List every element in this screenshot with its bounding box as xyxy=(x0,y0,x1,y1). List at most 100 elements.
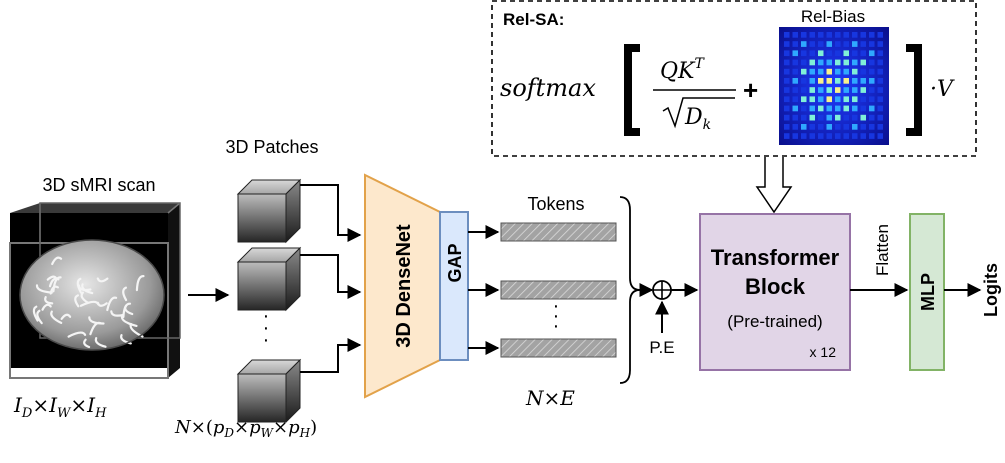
rel-bias-heatmap xyxy=(779,27,889,145)
bias-cell xyxy=(792,78,798,84)
bias-cell xyxy=(826,68,832,75)
bias-cell xyxy=(843,59,849,66)
bias-cell xyxy=(809,114,815,121)
bias-cell xyxy=(792,96,798,103)
brain-fold xyxy=(110,310,125,317)
brain-fold xyxy=(135,275,145,292)
bias-cell xyxy=(869,124,875,130)
brain-fold xyxy=(60,313,72,320)
gap-block xyxy=(439,211,469,361)
bias-cell xyxy=(809,32,815,38)
bias-cell xyxy=(852,78,858,84)
brain-fold xyxy=(120,315,138,327)
bias-cell xyxy=(877,114,883,121)
brain-fold xyxy=(96,301,108,307)
bias-cell xyxy=(784,68,790,75)
bias-cell xyxy=(877,50,883,57)
bias-cell xyxy=(869,105,875,112)
tokens-dims: N×E xyxy=(525,386,575,410)
bias-cell xyxy=(852,68,858,75)
bias-cell xyxy=(826,133,832,139)
bias-cell xyxy=(869,68,875,75)
bias-cell xyxy=(784,87,790,93)
bias-cell xyxy=(877,32,883,38)
bias-cell xyxy=(818,124,824,130)
bias-cell xyxy=(877,68,883,75)
brain-fold xyxy=(52,276,62,293)
bias-cell xyxy=(877,59,883,66)
bias-cell xyxy=(877,96,883,103)
bias-cell xyxy=(869,96,875,103)
bias-cell xyxy=(843,41,849,47)
bias-cell xyxy=(860,105,866,112)
brain-fold xyxy=(77,284,92,292)
bias-cell xyxy=(818,59,824,66)
right-bracket xyxy=(906,44,922,136)
flatten-label: Flatten xyxy=(873,224,892,276)
bias-cell xyxy=(835,68,841,75)
bias-cell xyxy=(826,105,832,112)
brain-fold xyxy=(35,284,53,294)
bias-cell xyxy=(869,133,875,139)
bias-cell xyxy=(877,41,883,47)
bias-cell xyxy=(784,96,790,103)
bias-cell xyxy=(869,32,875,38)
bias-cell xyxy=(860,41,866,47)
mlp-label: MLP xyxy=(918,273,938,311)
bias-cell xyxy=(809,124,815,130)
bias-cell xyxy=(877,105,883,112)
bias-cell xyxy=(818,105,824,112)
transformer-block xyxy=(699,213,851,371)
bias-cell xyxy=(784,124,790,130)
bias-cell xyxy=(869,87,875,93)
rel-bias-label: Rel-Bias xyxy=(801,7,865,26)
bias-cell xyxy=(801,50,807,57)
bias-cell xyxy=(801,68,807,75)
brain-fold xyxy=(124,304,134,316)
smri-title: 3D sMRI scan xyxy=(42,175,155,195)
bias-cell xyxy=(869,50,875,57)
brain-fold xyxy=(44,296,54,305)
bias-cell xyxy=(843,133,849,139)
bias-cell xyxy=(809,87,815,93)
bias-cell xyxy=(792,124,798,130)
patches-dims: N×(pD×pW×pH) xyxy=(174,417,317,440)
bias-cell xyxy=(818,41,824,47)
bias-cell xyxy=(801,41,807,47)
gap-to-token-arrows xyxy=(468,225,500,355)
bias-cell xyxy=(877,124,883,130)
bias-cell xyxy=(792,32,798,38)
bias-cell xyxy=(826,59,832,66)
bias-cell xyxy=(843,124,849,130)
bias-cell xyxy=(852,41,858,47)
tokens-brace xyxy=(619,196,641,384)
patch-cube xyxy=(236,358,302,424)
bias-cell xyxy=(801,114,807,121)
bias-cell xyxy=(843,68,849,75)
bias-cell xyxy=(801,78,807,84)
bias-cell xyxy=(835,114,841,121)
brain-fold xyxy=(41,303,52,311)
bias-cell xyxy=(877,133,883,139)
bias-cell xyxy=(801,96,807,103)
token-bar xyxy=(500,222,617,242)
bias-cell xyxy=(835,41,841,47)
bias-cell xyxy=(860,133,866,139)
brain-fold xyxy=(51,256,63,266)
bias-cell xyxy=(835,32,841,38)
bias-cell xyxy=(809,133,815,139)
brain-fold xyxy=(106,296,118,312)
plus-sign: + xyxy=(743,75,758,105)
gap-label: GAP xyxy=(445,243,465,282)
bias-cell xyxy=(869,41,875,47)
bias-cell xyxy=(818,87,824,93)
bias-cell xyxy=(818,68,824,75)
bias-cell xyxy=(818,133,824,139)
bias-cell xyxy=(818,50,824,57)
bias-cell xyxy=(843,87,849,93)
bias-cell xyxy=(835,50,841,57)
brain-fold xyxy=(50,310,63,324)
bias-cell xyxy=(860,124,866,130)
bias-cell xyxy=(860,87,866,93)
transformer-title-line1: Transformer xyxy=(711,245,840,270)
